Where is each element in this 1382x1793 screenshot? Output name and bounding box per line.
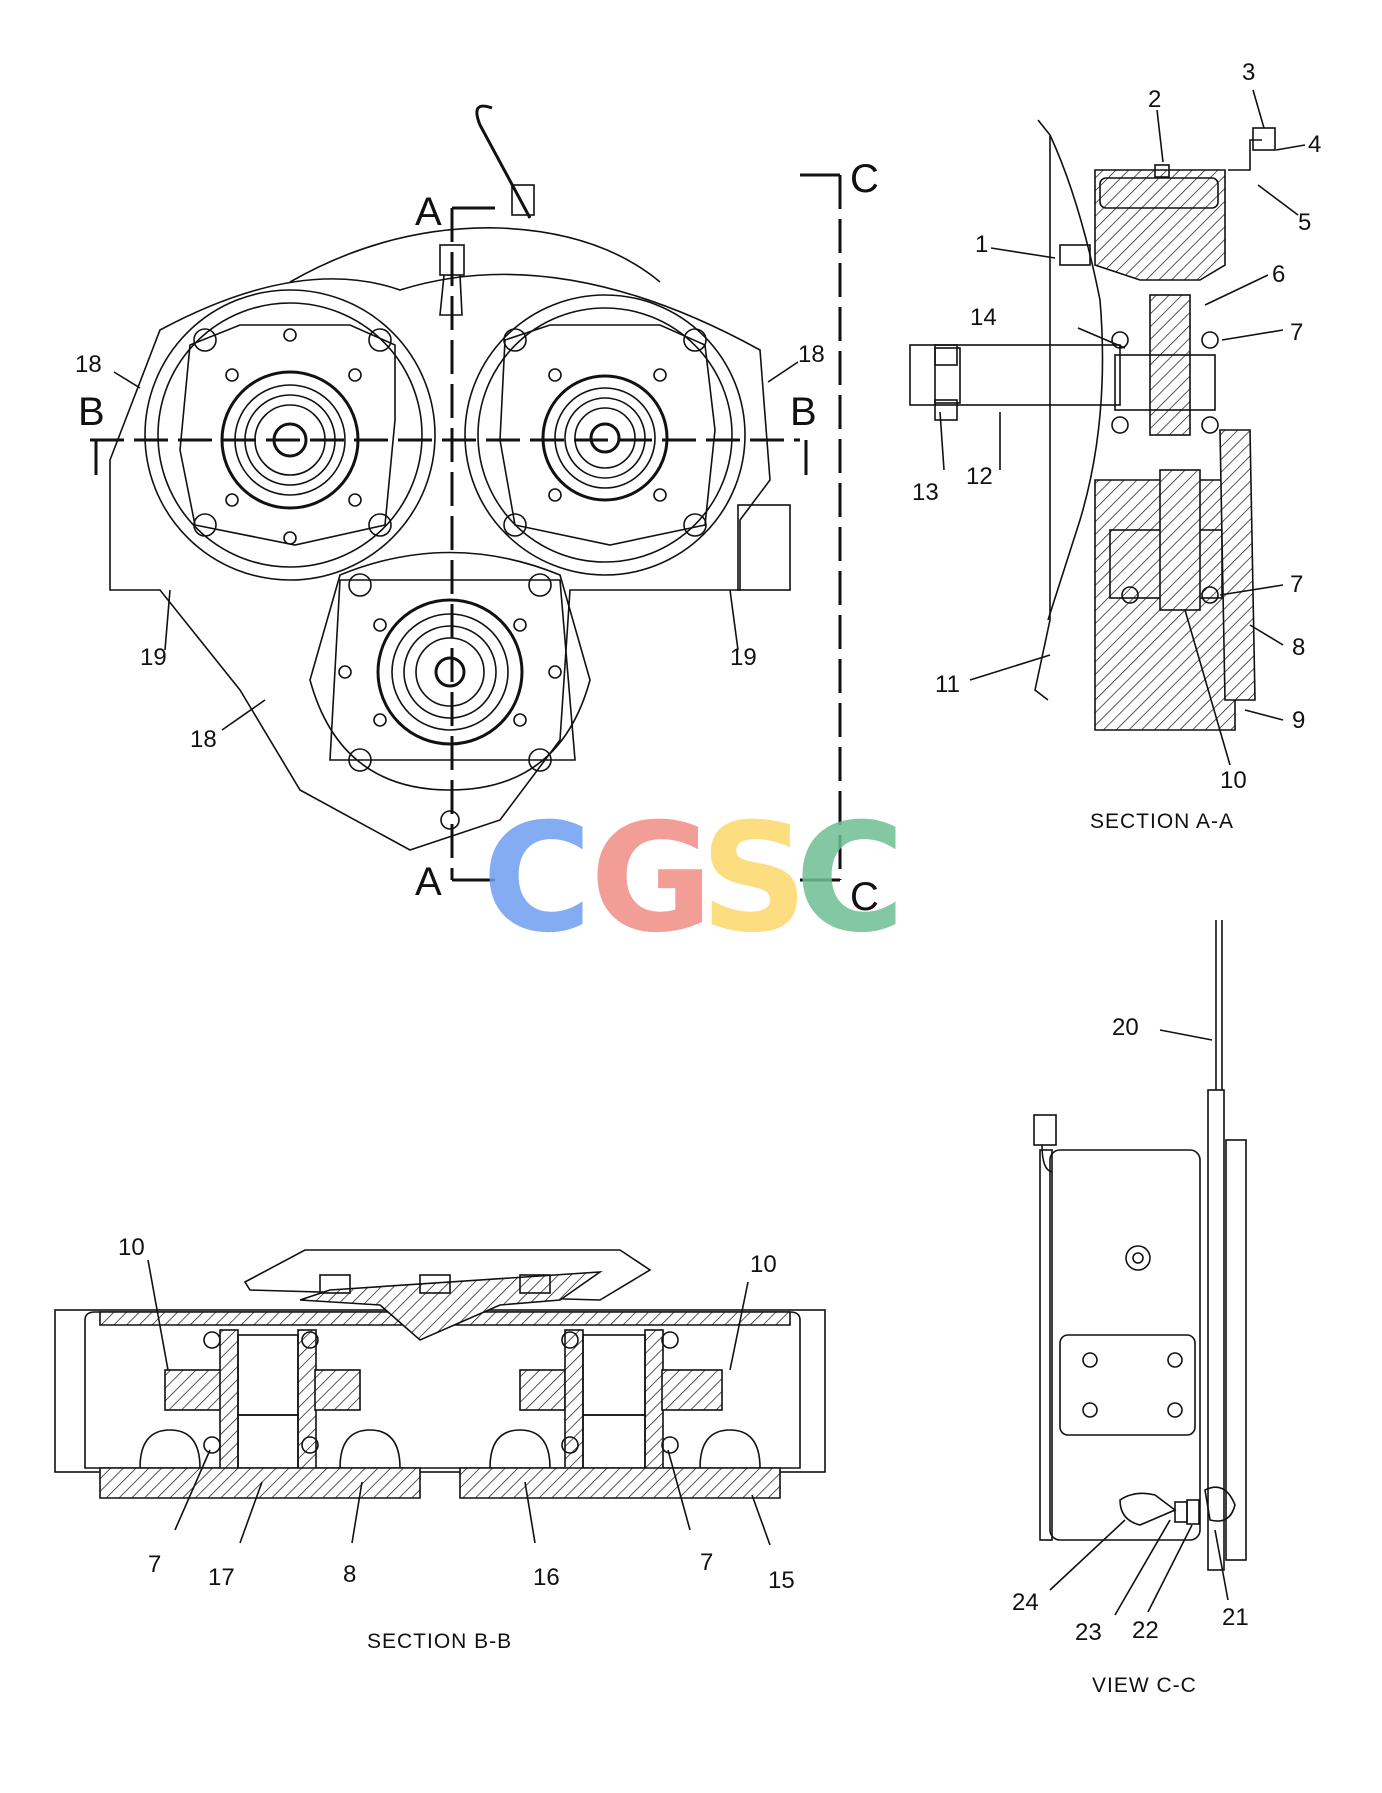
caption-section-aa: SECTION A-A: [1090, 810, 1234, 833]
section-markers: A A B B C C: [78, 157, 879, 919]
callout-10: 10: [750, 1251, 777, 1278]
watermark-logo: C G S C: [482, 792, 905, 966]
watermark-letter-g: G: [590, 792, 713, 966]
section-aa-drawing: [909, 119, 1276, 731]
callout-18: 18: [798, 341, 825, 368]
watermark-letter-c2: C: [795, 792, 905, 966]
callout-11: 11: [935, 671, 960, 698]
callout-10: 10: [118, 1234, 145, 1261]
callout-17: 17: [208, 1564, 235, 1591]
callout-4: 4: [1308, 131, 1321, 158]
cutting-plane-lines: [90, 173, 842, 882]
callout-7: 7: [700, 1549, 713, 1576]
callout-3: 3: [1242, 59, 1255, 86]
callout-12: 12: [966, 463, 993, 490]
callout-2: 2: [1148, 86, 1161, 113]
callout-10: 10: [1220, 767, 1247, 794]
callout-1: 1: [975, 231, 988, 258]
watermark-letter-s: S: [700, 792, 808, 966]
callout-15: 15: [768, 1567, 795, 1594]
callout-14: 14: [970, 304, 997, 331]
section-marker-c-bottom: C: [850, 875, 879, 919]
callout-9: 9: [1292, 707, 1305, 734]
callout-6: 6: [1272, 261, 1285, 288]
callout-23: 23: [1075, 1619, 1102, 1646]
section-marker-a-bottom: A: [415, 860, 442, 904]
callout-8: 8: [1292, 634, 1305, 661]
callout-7: 7: [148, 1551, 161, 1578]
caption-view-cc: VIEW C-C: [1092, 1674, 1197, 1697]
front-view: [90, 104, 842, 882]
section-marker-b-right: B: [790, 390, 817, 434]
callout-13: 13: [912, 479, 939, 506]
callout-18: 18: [190, 726, 217, 753]
bolt-pattern: [193, 328, 707, 830]
callout-16: 16: [533, 1564, 560, 1591]
watermark-letter-c1: C: [482, 792, 592, 966]
callout-21: 21: [1222, 1604, 1249, 1631]
callout-7: 7: [1290, 571, 1303, 598]
section-marker-a-top: A: [415, 190, 442, 234]
callout-8: 8: [343, 1561, 356, 1588]
view-cc-drawing: [1033, 920, 1247, 1571]
section-bb-drawing: [54, 1249, 826, 1499]
callout-22: 22: [1132, 1617, 1159, 1644]
callout-7: 7: [1290, 319, 1303, 346]
callout-20: 20: [1112, 1014, 1139, 1041]
callout-18: 18: [75, 351, 102, 378]
leader-lines: [113, 89, 1306, 1616]
section-marker-c-top: C: [850, 157, 879, 201]
caption-section-bb: SECTION B-B: [367, 1630, 512, 1653]
callout-5: 5: [1298, 209, 1311, 236]
callout-19: 19: [730, 644, 757, 671]
callouts: 1 2 3 4 5 6 7 14 7 8 9 10 11 12 13 18 18…: [75, 59, 1321, 1646]
callout-19: 19: [140, 644, 167, 671]
section-marker-b-left: B: [78, 390, 105, 434]
callout-24: 24: [1012, 1589, 1039, 1616]
